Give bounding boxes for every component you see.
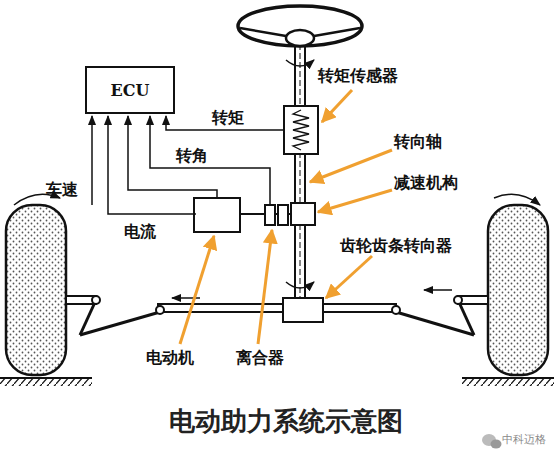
callout-label: 转向轴 [394,132,442,151]
watermark: 中科迈格 [502,433,546,446]
rack-pinion-gear [283,298,323,322]
callout-label: 齿轮齿条转向器 [340,236,452,255]
watermark-icon [482,434,502,449]
signal-label: 转角 [176,146,208,165]
torque-sensor [284,106,318,154]
steering-column [286,44,314,300]
callout-label: 减速机构 [394,173,458,192]
node-text: ECU [111,81,150,100]
callout-label: 电动机 [146,348,194,367]
ecu-box: ECU [85,66,175,114]
signal-label: 车速 [46,180,78,199]
callout-label: 转矩传感器 [318,66,398,85]
callout-label: 离合器 [236,348,284,367]
callout-leader [180,90,392,344]
diagram-title: 电动助力系统示意图 [169,404,403,439]
signal-label: 转矩 [212,108,244,127]
ground [0,378,554,386]
assist-unit [194,198,315,232]
steering-wheel [238,6,362,46]
signal-label: 电流 [124,222,156,241]
wheel [6,194,548,375]
signal-wire [92,116,284,214]
steering-linkage [66,290,488,335]
